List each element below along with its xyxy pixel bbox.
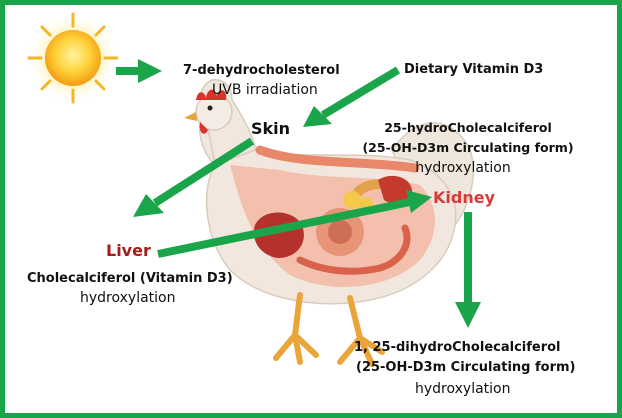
label-25-hydroxylation: hydroxylation <box>398 160 528 176</box>
label-1-25-dihydrocholecalciferol: 1, 25-dihydroCholecalciferol <box>354 340 561 355</box>
label-25-hydrocholecalciferol: 25-hydroCholecalciferol <box>354 120 582 135</box>
label-skin: Skin <box>251 119 290 138</box>
label-chole-hydroxylation: hydroxylation <box>80 290 175 306</box>
label-dihydro-circulating-form: (25-OH-D3m Circulating form) <box>356 360 576 375</box>
sun-icon <box>27 12 119 104</box>
label-cholecalciferol: Cholecalciferol (Vitamin D3) <box>27 271 233 286</box>
label-kidney: Kidney <box>433 188 495 207</box>
label-uvb-irradiation: UVB irradiation <box>212 82 318 98</box>
label-dietary-vitamin-d3: Dietary Vitamin D3 <box>404 62 543 77</box>
label-25-oh-d3m-circulating-form: (25-OH-D3m Circulating form) <box>354 140 582 155</box>
arrow-kidney-to-dihydro <box>455 212 481 328</box>
label-liver: Liver <box>106 241 151 260</box>
arrow-sun-to-dehydrocholesterol <box>116 59 162 83</box>
label-dihydro-hydroxylation: hydroxylation <box>415 381 510 397</box>
label-7-dehydrocholesterol: 7-dehydrocholesterol <box>183 63 340 78</box>
arrow-dietary-to-skin <box>303 70 398 127</box>
